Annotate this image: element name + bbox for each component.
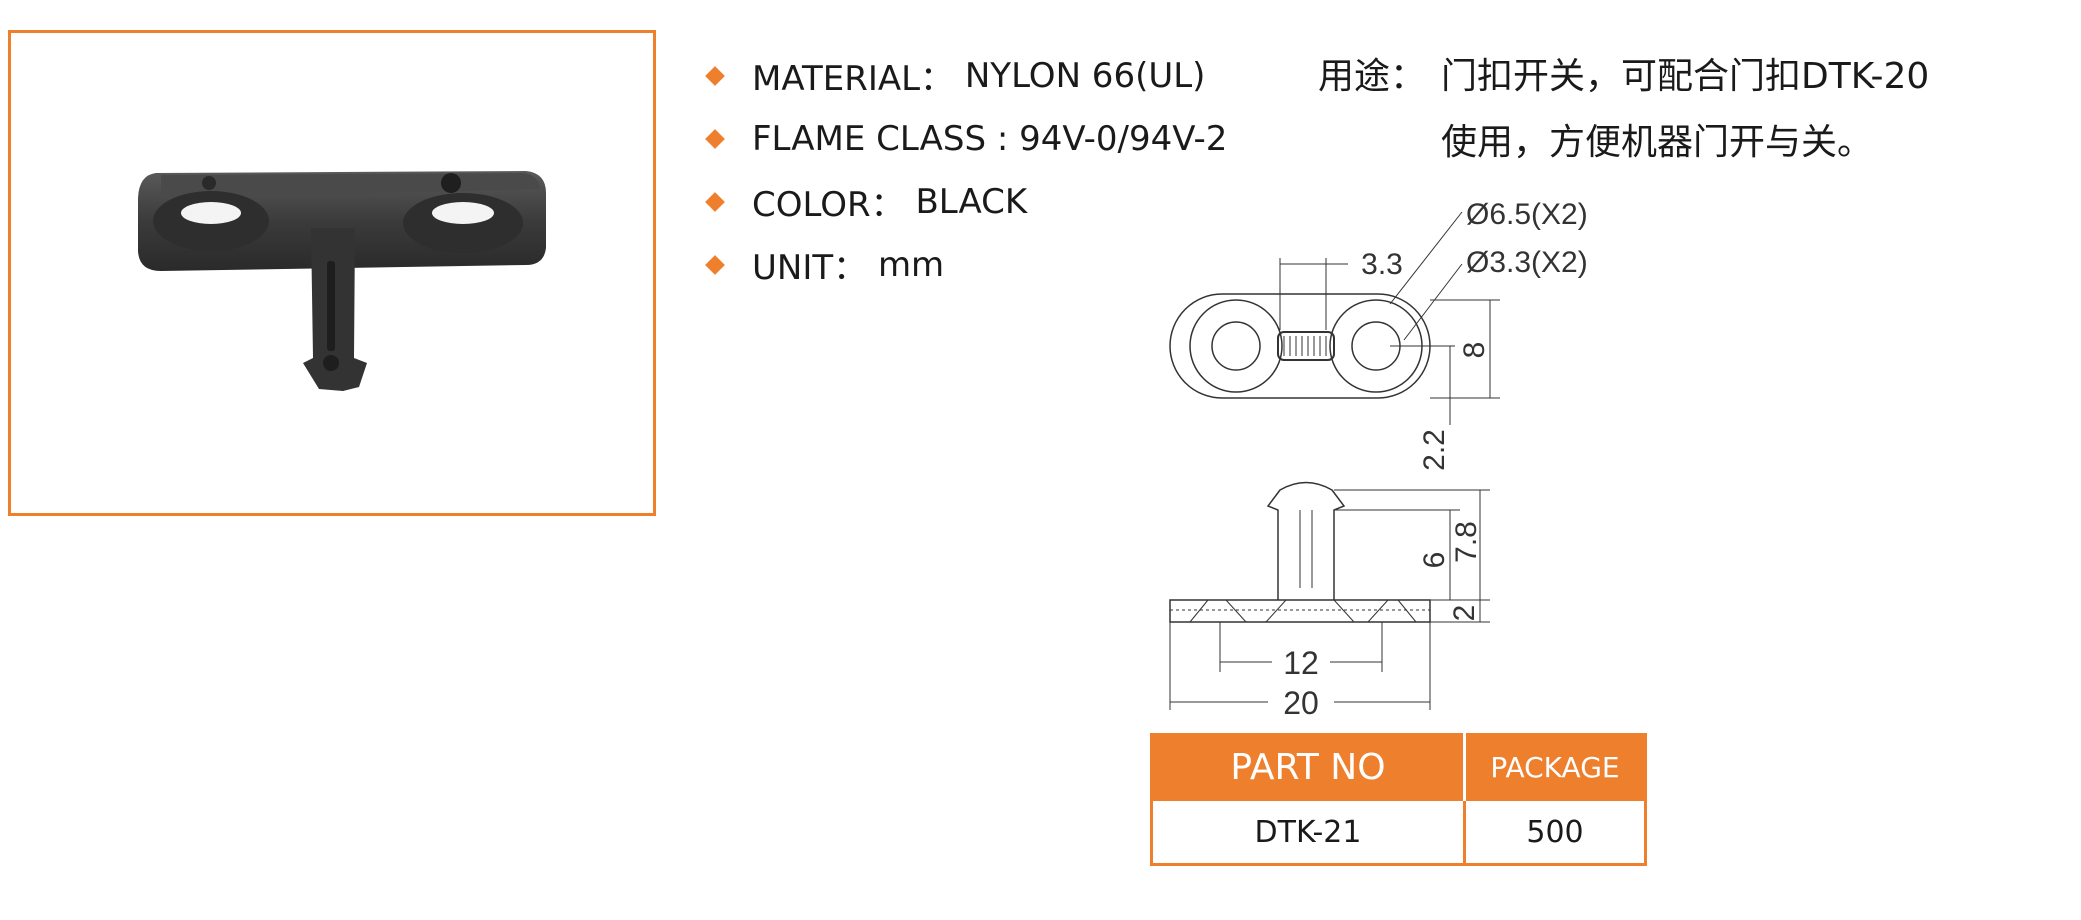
dim-3-3-label: 3.3 <box>1361 248 1403 281</box>
table-row: DTK-21 500 <box>1151 798 1646 865</box>
orange-diamond-icon <box>705 191 725 212</box>
spec-value: NYLON 66(UL) <box>964 55 1206 96</box>
orange-diamond-icon <box>705 128 725 149</box>
spec-label: FLAME CLASS : <box>752 118 1009 159</box>
spec-unit: UNIT： mm <box>700 233 1227 296</box>
spec-label: COLOR： <box>752 185 905 225</box>
side-view-pin <box>1266 481 1346 600</box>
usage-label: 用途： <box>1318 56 1427 97</box>
product-photo <box>138 171 546 391</box>
part-no-cell: DTK-21 <box>1151 798 1466 865</box>
side-view-base <box>1169 599 1431 623</box>
orange-diamond-icon <box>705 254 725 275</box>
dim-2-2-label: 2.2 <box>1418 429 1451 471</box>
dim-12-label: 12 <box>1283 645 1319 681</box>
product-photo-frame <box>8 30 656 516</box>
spec-label: UNIT： <box>752 248 868 288</box>
spec-label: MATERIAL： <box>752 59 955 99</box>
part-table: PART NO PACKAGE DTK-21 500 <box>1150 733 1647 866</box>
dim-6-label: 6 <box>1418 552 1451 569</box>
spec-material: MATERIAL： NYLON 66(UL) <box>700 44 1227 107</box>
technical-drawing: 3.3 Ø6.5(X2) Ø3.3(X2) 8 2.2 6 7.8 2 12 2… <box>1169 198 1588 720</box>
package-cell: 500 <box>1464 798 1646 865</box>
usage-line-2: 使用，方便机器门开与关。 <box>1441 122 1874 163</box>
spec-value: mm <box>877 244 945 285</box>
hole-large-label: Ø6.5(X2) <box>1466 198 1588 231</box>
spec-flame-class: FLAME CLASS : 94V-0/94V-2 <box>700 107 1227 170</box>
usage-line-1: 门扣开关，可配合门扣DTK-20 <box>1441 56 1930 97</box>
package-header: PACKAGE <box>1464 734 1646 800</box>
usage-description: 用途： 门扣开关，可配合门扣DTK-20 使用，方便机器门开与关。 <box>1318 44 1929 176</box>
spec-color: COLOR： BLACK <box>700 170 1227 233</box>
part-no-header: PART NO <box>1151 734 1466 800</box>
dim-7-8-label: 7.8 <box>1450 521 1483 563</box>
spec-value: 94V-0/94V-2 <box>1019 118 1228 159</box>
orange-diamond-icon <box>705 65 725 86</box>
spec-value: BLACK <box>915 181 1028 222</box>
pin-hatch <box>1283 336 1327 356</box>
hole-inner-left <box>1211 321 1261 371</box>
hole-small-label: Ø3.3(X2) <box>1466 246 1588 279</box>
pin-top-view <box>1277 331 1335 361</box>
spec-list: MATERIAL： NYLON 66(UL) FLAME CLASS : 94V… <box>700 44 1227 296</box>
dim-2-label: 2 <box>1448 605 1481 622</box>
dim-20-label: 20 <box>1283 685 1319 720</box>
hole-outer-left <box>1189 299 1283 393</box>
dim-8-label: 8 <box>1458 342 1491 359</box>
